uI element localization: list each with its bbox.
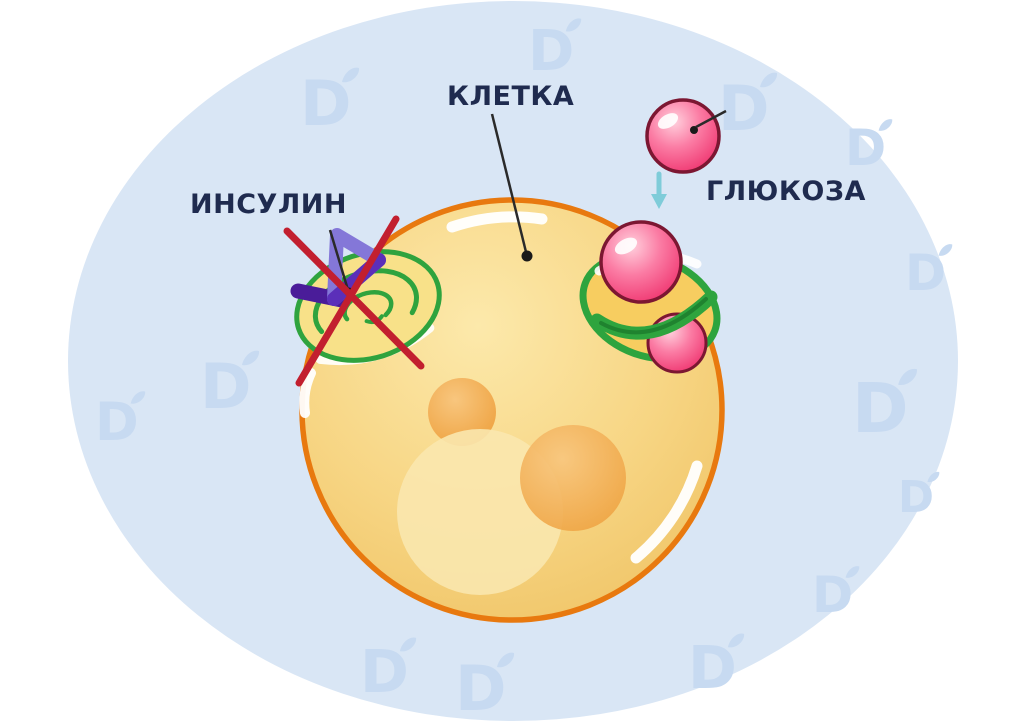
svg-text:D: D — [455, 652, 506, 723]
cell-organelle-medium — [520, 425, 626, 531]
cross-line-1 — [283, 227, 425, 370]
watermark-d: D — [95, 391, 146, 453]
cell-pointer-line — [490, 113, 528, 253]
watermark-d: D — [360, 637, 417, 706]
watermark-d: D — [812, 566, 860, 624]
glucose-pointer-line — [695, 109, 727, 129]
watermark-d: D — [852, 368, 917, 449]
watermark-d: D — [455, 652, 515, 723]
glucose-free-sphere — [645, 98, 721, 174]
membrane-highlight-left — [299, 368, 316, 418]
watermark-d: D — [905, 244, 953, 302]
glucose-molecule-free — [645, 98, 727, 174]
membrane-highlight-top — [446, 211, 548, 233]
label-glucose: ГЛЮКОЗА — [706, 176, 866, 207]
prohibition-cross — [283, 215, 425, 387]
label-insulin: ИНСУЛИН — [190, 189, 347, 220]
cross-line-2 — [295, 215, 400, 387]
down-arrow-icon — [651, 171, 667, 209]
cell-organelle-small — [428, 378, 496, 446]
glucose-channel — [579, 220, 721, 374]
watermark-d: D — [300, 67, 360, 140]
watermark-d: D — [898, 471, 940, 523]
watermark-d: D — [688, 633, 745, 702]
glucose-molecule-entering — [599, 220, 683, 304]
glucose-entering-highlight — [614, 237, 638, 255]
watermark-d: D — [200, 350, 260, 423]
label-cell: КЛЕТКА — [447, 81, 575, 112]
insulin-pointer-line — [328, 229, 350, 291]
watermark-d: D — [845, 119, 893, 177]
glucose-pointer-dot — [690, 126, 698, 134]
channel-band-shade — [599, 297, 708, 335]
cell-pointer-dot — [521, 250, 533, 262]
watermark-layer: D D D D D D D D D D D D D — [95, 18, 953, 723]
watermark-d: D — [718, 72, 778, 145]
membrane-highlight-bottom-right — [630, 460, 703, 564]
glucose-free-highlight — [657, 113, 679, 129]
watermark-d: D — [528, 18, 582, 84]
